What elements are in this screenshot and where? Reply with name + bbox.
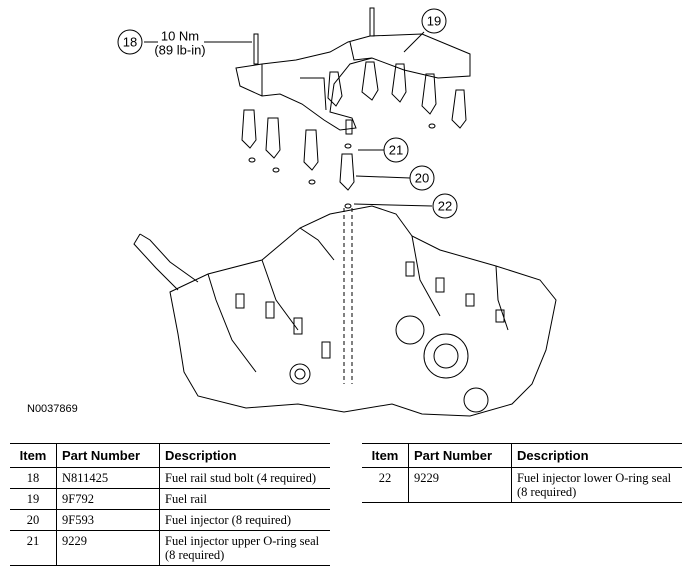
callout-20 <box>409 165 435 191</box>
cell-description: Fuel rail stud bolt (4 required) <box>159 467 330 489</box>
parts-table-right: Item Part Number Description 22 9229 Fue… <box>362 443 682 503</box>
torque-label-imperial: (89 lb-in) <box>154 43 205 58</box>
table-row: 22 9229 Fuel injector lower O-ring seal … <box>362 467 682 503</box>
cell-item: 20 <box>10 509 57 531</box>
cell-description: Fuel rail <box>159 488 330 510</box>
callout-19 <box>421 8 447 34</box>
callout-number-18: 18 <box>123 35 137 50</box>
cell-part-number: 9229 <box>408 467 512 503</box>
cell-item: 22 <box>362 467 409 503</box>
cell-description: Fuel injector (8 required) <box>159 509 330 531</box>
table-row: 20 9F593 Fuel injector (8 required) <box>10 509 330 531</box>
torque-label: 10 Nm <box>161 29 199 44</box>
cell-item: 21 <box>10 530 57 566</box>
header-description: Description <box>159 443 330 468</box>
cell-part-number: 9F593 <box>56 509 160 531</box>
header-part-number: Part Number <box>56 443 160 468</box>
cell-part-number: 9229 <box>56 530 160 566</box>
header-part-number: Part Number <box>408 443 512 468</box>
cell-description: Fuel injector upper O-ring seal (8 requi… <box>159 530 330 566</box>
fuel-rail <box>235 33 471 131</box>
callout-number-20: 20 <box>415 171 429 186</box>
callout-number-21: 21 <box>389 143 403 158</box>
exploded-diagram: 18 19 20 21 22 10 Nm (89 lb-in) <box>117 7 557 417</box>
cell-item: 19 <box>10 488 57 510</box>
cell-part-number: N811425 <box>56 467 160 489</box>
header-item: Item <box>362 443 409 468</box>
callout-21 <box>383 137 409 163</box>
callout-22 <box>432 193 458 219</box>
engine-block <box>169 205 557 417</box>
header-item: Item <box>10 443 57 468</box>
figure-id: N0037869 <box>27 403 78 415</box>
table-row: 18 N811425 Fuel rail stud bolt (4 requir… <box>10 467 330 489</box>
callout-number-22: 22 <box>438 199 452 214</box>
header-description: Description <box>511 443 682 468</box>
callout-number-19: 19 <box>427 14 441 29</box>
cell-part-number: 9F792 <box>56 488 160 510</box>
callout-18 <box>117 29 143 55</box>
parts-table-left: Item Part Number Description 18 N811425 … <box>10 443 330 566</box>
table-row: 21 9229 Fuel injector upper O-ring seal … <box>10 530 330 566</box>
cell-item: 18 <box>10 467 57 489</box>
cell-description: Fuel injector lower O-ring seal (8 requi… <box>511 467 682 503</box>
table-row: 19 9F792 Fuel rail <box>10 488 330 510</box>
